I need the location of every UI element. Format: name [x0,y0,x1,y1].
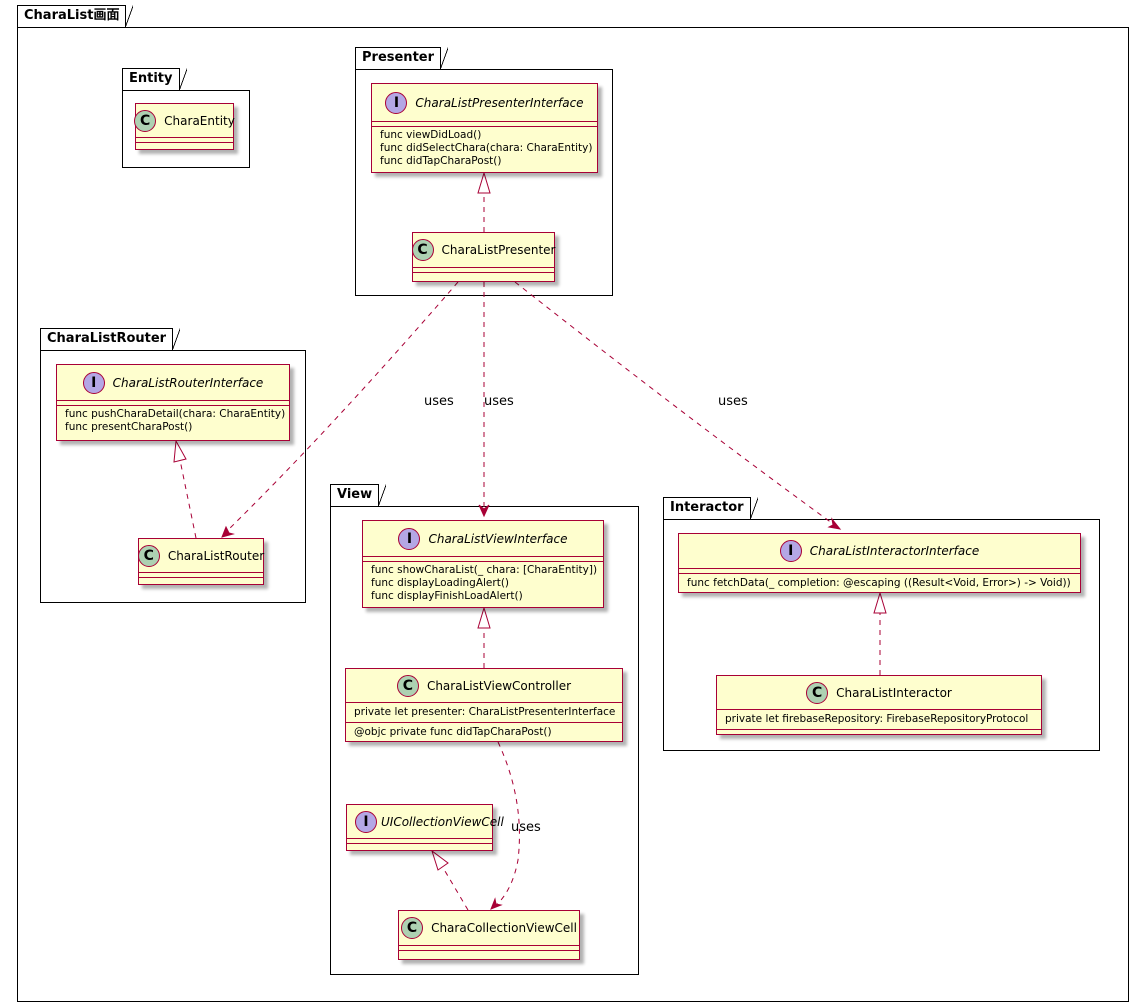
uses-router-label: uses [424,394,454,409]
method: func viewDidLoad() [380,129,482,141]
method-list: @objc private func didTapCharaPost() [346,722,622,742]
class-chara-entity: C CharaEntity [134,103,235,150]
field-list: private let presenter: CharaListPresente… [346,702,622,722]
package-tab-presenter: Presenter [355,46,449,69]
realization-router-arrowhead [173,439,187,463]
class-name: CharaListViewController [426,678,572,693]
class-stereotype-icon: C [806,681,829,704]
package-tab-router: CharaListRouter [40,327,181,350]
uses-cell-label: uses [511,820,541,835]
class-name: CharaListInteractor [836,685,952,700]
method-list: func fetchData(_ completion: @escaping (… [679,573,1080,593]
field-list: private let firebaseRepository: Firebase… [717,709,1041,729]
realization-cell-arrowhead [431,849,449,871]
class-stereotype-icon: C [411,239,434,261]
realization-router-line [179,459,197,539]
interface-stereotype-icon: I [355,810,377,833]
method: func fetchData(_ completion: @escaping (… [687,577,1071,589]
interface-name: UICollectionViewCell [381,814,504,829]
class-stereotype-icon: C [134,109,157,132]
method: func didTapCharaPost() [380,155,502,167]
class-name: CharaListRouter [167,548,265,563]
field: private let firebaseRepository: Firebase… [725,713,1029,725]
method-list: func pushCharaDetail(chara: CharaEntity)… [57,405,289,436]
package-tab-interactor: Interactor [663,496,758,519]
uses-interactor-arrowhead [827,517,842,530]
interface-stereotype-icon: I [398,527,421,550]
realization-interactor-arrowhead [873,591,887,614]
method-list: func showCharaList(_ chara: [CharaEntity… [363,561,603,605]
realization-presenter-arrowhead [477,171,491,194]
method: func displayFinishLoadAlert() [371,590,523,602]
class-view-controller: C CharaListViewController private let pr… [345,668,623,742]
uses-view-label: uses [484,394,514,409]
interface-name: CharaListViewInterface [428,531,568,546]
method: func presentCharaPost() [65,421,193,433]
uses-router-line [224,281,459,534]
class-collection-cell: C CharaCollectionViewCell [398,910,580,960]
method: func pushCharaDetail(chara: CharaEntity) [65,408,286,420]
field: private let presenter: CharaListPresente… [354,706,616,718]
uses-view-arrowhead [478,504,490,518]
uses-interactor-label: uses [718,394,748,409]
package-tab-entity: Entity [122,67,186,90]
class-stereotype-icon: C [137,544,160,567]
class-stereotype-icon: C [401,917,424,939]
interface-name: CharaListRouterInterface [112,375,264,390]
method-list: func viewDidLoad() func didSelectChara(c… [372,126,597,170]
interface-stereotype-icon: I [82,371,105,394]
interface-stereotype-icon: I [779,540,802,562]
interface-interactor: I CharaListInteractorInterface func fetc… [678,533,1081,593]
realization-cell-line [441,865,469,911]
class-stereotype-icon: C [396,674,419,697]
package-tab-view: View [330,483,387,506]
uses-cell-line [493,741,520,908]
interface-name: CharaListPresenterInterface [415,95,584,110]
class-interactor: C CharaListInteractor private let fireba… [716,675,1042,735]
package-tab-charalist: CharaList画面 [17,4,134,27]
interface-stereotype-icon: I [385,91,408,114]
uses-cell-arrowhead [490,897,503,910]
class-name: CharaListPresenter [441,243,556,257]
class-name: CharaEntity [164,113,235,128]
interface-presenter: I CharaListPresenterInterface func viewD… [371,83,598,173]
class-router: C CharaListRouter [137,538,265,585]
uses-interactor-line [514,281,837,527]
class-presenter: C CharaListPresenter [411,232,556,282]
method: func showCharaList(_ chara: [CharaEntity… [371,564,598,576]
method: func didSelectChara(chara: CharaEntity) [380,142,593,154]
class-name: CharaCollectionViewCell [431,921,577,935]
interface-view: I CharaListViewInterface func showCharaL… [362,520,604,608]
realization-view-arrowhead [477,606,491,629]
method: func displayLoadingAlert() [371,577,510,589]
interface-collection-cell: I UICollectionViewCell [346,804,504,851]
interface-name: CharaListInteractorInterface [809,544,980,558]
uses-router-arrowhead [221,525,235,538]
method: @objc private func didTapCharaPost() [354,726,552,738]
interface-router: I CharaListRouterInterface func pushChar… [56,364,290,441]
